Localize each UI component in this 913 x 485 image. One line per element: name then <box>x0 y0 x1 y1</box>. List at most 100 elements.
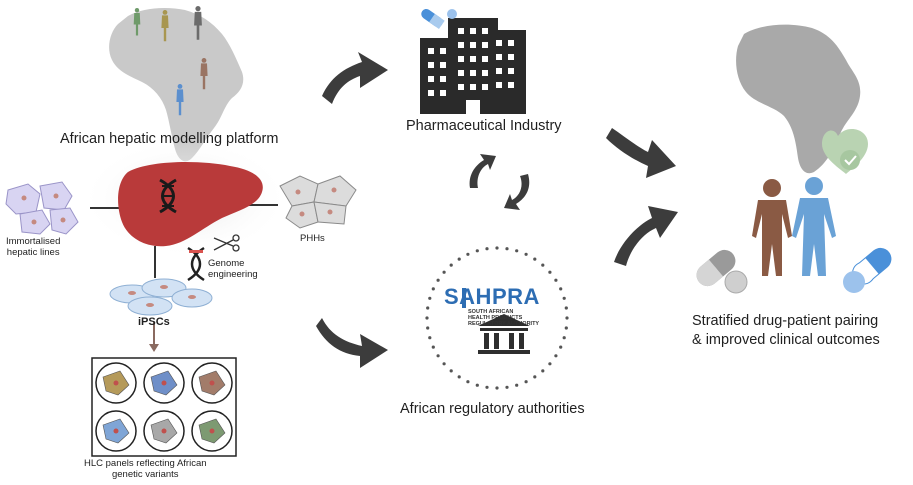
genome-label-line1: Genome <box>208 258 245 269</box>
tablet-right-icon <box>843 271 865 293</box>
seal-star <box>431 345 435 349</box>
seal-star <box>515 249 519 253</box>
seal-star <box>428 296 432 300</box>
seal-star <box>559 345 563 349</box>
hlc-well <box>95 362 137 404</box>
hlc-well <box>143 362 185 404</box>
seal-star <box>449 369 453 373</box>
immortalised-label-line1: Immortalised <box>6 236 61 247</box>
arrow-regulatory-to-outcome <box>614 206 678 266</box>
hlc-well <box>95 410 137 452</box>
sahpra-logo <box>462 288 466 308</box>
government-building-icon <box>478 314 530 354</box>
seal-star <box>495 386 499 390</box>
sahpra-subtitle: SOUTH AFRICAN HEALTH PRODUCTS REGULATORY… <box>468 309 539 327</box>
genome-label-line2: engineering <box>208 269 258 280</box>
phh-label: PHHs <box>300 233 325 244</box>
seal-star <box>564 306 568 310</box>
seal-star <box>436 354 440 358</box>
seal-star <box>559 287 563 291</box>
seal-star <box>442 362 446 366</box>
sahpra-subtitle-line1: SOUTH AFRICAN <box>468 309 514 315</box>
seal-star <box>562 296 566 300</box>
sahpra-seal <box>425 246 569 390</box>
seal-star <box>426 306 430 310</box>
seal-star <box>541 369 545 373</box>
tablet-left-icon <box>724 270 748 294</box>
outcome-label: Stratified drug-patient pairing & improv… <box>692 312 880 350</box>
seal-star <box>431 287 435 291</box>
seal-star <box>495 246 499 250</box>
seal-star <box>475 383 479 387</box>
seal-star <box>533 257 537 261</box>
hlc-well <box>191 410 233 452</box>
seal-star <box>442 270 446 274</box>
seal-star <box>457 375 461 379</box>
pharma-building-icon <box>420 18 526 114</box>
genome-engineering-label: Genome engineering <box>208 258 258 280</box>
seal-star <box>466 380 470 384</box>
ipsc-cells <box>109 278 213 316</box>
outcome-label-line2: & improved clinical outcomes <box>692 332 880 348</box>
seal-star <box>485 385 489 389</box>
seal-star <box>428 336 432 340</box>
seal-star <box>554 278 558 282</box>
seal-star <box>505 385 509 389</box>
immortalised-label-line2: hepatic lines <box>6 247 60 258</box>
arrow-platform-to-pharma <box>322 52 388 104</box>
genome-engineering-icon <box>187 234 240 282</box>
seal-star <box>548 362 552 366</box>
outcome-africa-map <box>736 24 868 174</box>
seal-star <box>425 316 429 320</box>
africa-map-shape <box>109 8 244 162</box>
seal-star <box>485 247 489 251</box>
ipsc-label: iPSCs <box>138 316 170 328</box>
seal-star <box>565 316 569 320</box>
seal-star <box>449 263 453 267</box>
hlc-label: HLC panels reflecting African genetic va… <box>84 458 207 480</box>
seal-star <box>554 354 558 358</box>
ipsc-to-hlc-arrow <box>149 322 159 352</box>
seal-star <box>548 270 552 274</box>
pharma-label: Pharmaceutical Industry <box>406 118 562 134</box>
phh-cells <box>279 175 357 229</box>
seal-star <box>436 278 440 282</box>
patient-blue-figure <box>792 177 836 276</box>
hlc-well <box>143 410 185 452</box>
human-figure <box>133 8 141 36</box>
seal-star <box>515 383 519 387</box>
regulatory-label: African regulatory authorities <box>400 401 585 417</box>
platform-title: African hepatic modelling platform <box>60 131 279 147</box>
hlc-well <box>191 362 233 404</box>
human-figure <box>200 58 208 90</box>
flow-arrows <box>316 52 678 368</box>
africa-genetic-map <box>109 6 244 162</box>
hlc-plate <box>91 357 237 457</box>
immortalised-label: Immortalised hepatic lines <box>6 236 60 258</box>
population-figures <box>133 6 208 116</box>
human-figure <box>194 6 202 40</box>
seal-star <box>524 252 528 256</box>
seal-star <box>564 326 568 330</box>
seal-star <box>466 252 470 256</box>
pill-tablet-icon <box>447 9 457 19</box>
liver-organ <box>118 162 263 247</box>
seal-star <box>533 375 537 379</box>
seal-star <box>475 249 479 253</box>
sahpra-name: SAHPRA <box>444 284 540 309</box>
seal-star <box>524 380 528 384</box>
sahpra-subtitle-line2: HEALTH PRODUCTS <box>468 315 523 321</box>
heart-check-icon <box>822 129 868 174</box>
human-figure <box>176 84 184 116</box>
human-figure <box>161 10 169 42</box>
patient-brown-figure <box>752 179 792 276</box>
outcome-label-line1: Stratified drug-patient pairing <box>692 313 879 329</box>
pill-capsule-icon <box>421 8 445 29</box>
seal-star <box>541 263 545 267</box>
hlc-label-line1: HLC panels reflecting African <box>84 458 207 469</box>
arrow-pharma-to-outcome <box>606 128 676 178</box>
hlc-label-line2: genetic variants <box>111 469 179 480</box>
cycle-arrows <box>469 154 530 210</box>
seal-star <box>426 326 430 330</box>
arrow-platform-to-regulatory <box>316 318 388 368</box>
